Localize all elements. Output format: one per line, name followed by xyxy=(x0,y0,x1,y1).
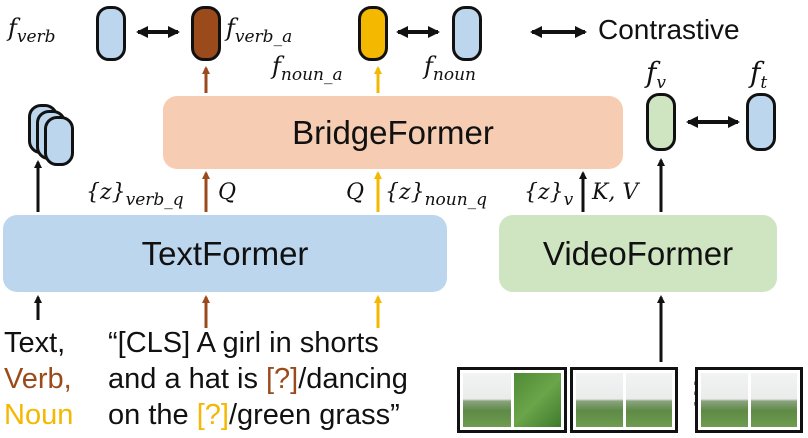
z-verb-q-label: {z}verb_q xyxy=(86,180,184,210)
f-t-feature xyxy=(746,93,776,151)
f-verb-feature xyxy=(96,6,126,61)
f-noun-label: fnoun xyxy=(424,52,476,85)
input-noun-word: Noun xyxy=(4,399,74,431)
video-frame-thumb xyxy=(701,373,748,427)
sentence-line-2: and a hat is [?]/dancing xyxy=(108,363,408,395)
f-verb-label: fverb xyxy=(8,14,56,47)
video-frame-thumb xyxy=(463,373,511,427)
input-verb-word: Verb, xyxy=(4,363,72,395)
bridgeformer-block: BridgeFormer xyxy=(163,96,623,169)
f-t-label: ft xyxy=(750,56,768,93)
z-noun-q-label: {z}noun_q xyxy=(385,180,488,210)
q-label-right: Q xyxy=(346,180,365,205)
q-label-left: Q xyxy=(218,180,237,205)
input-text-word: Text, xyxy=(4,327,66,359)
videoformer-block: VideoFormer xyxy=(499,215,777,292)
videoformer-label: VideoFormer xyxy=(542,234,734,272)
video-frame-group-2 xyxy=(570,367,678,433)
video-frame-thumb xyxy=(513,373,561,427)
video-frame-group-1 xyxy=(457,367,567,433)
z-v-label: {z}v xyxy=(524,180,574,210)
sentence-line-1: “[CLS] A girl in shorts xyxy=(108,327,379,359)
kv-label: K, V xyxy=(592,180,639,205)
verb-mask-token: [?] xyxy=(266,363,299,395)
bridgeformer-label: BridgeFormer xyxy=(292,113,494,151)
legend-label: Contrastive xyxy=(598,14,740,45)
video-frame-thumb xyxy=(576,373,623,427)
f-v-feature xyxy=(646,93,676,151)
f-v-label: fv xyxy=(646,56,666,93)
text-feature-stack-front xyxy=(44,116,74,166)
video-frame-thumb xyxy=(750,373,797,427)
f-verb-a-label: fverb_a xyxy=(226,14,293,47)
f-noun-a-label: fnoun_a xyxy=(272,52,343,85)
noun-mask-token: [?] xyxy=(196,399,229,431)
textformer-block: TextFormer xyxy=(3,215,447,292)
f-verb-a-feature xyxy=(191,6,221,61)
video-frame-thumb xyxy=(625,373,672,427)
f-noun-feature xyxy=(452,6,482,61)
f-noun-a-feature xyxy=(358,6,388,61)
textformer-label: TextFormer xyxy=(141,234,309,272)
sentence-line-3: on the [?]/green grass” xyxy=(108,399,400,431)
video-frame-group-3 xyxy=(695,367,803,433)
